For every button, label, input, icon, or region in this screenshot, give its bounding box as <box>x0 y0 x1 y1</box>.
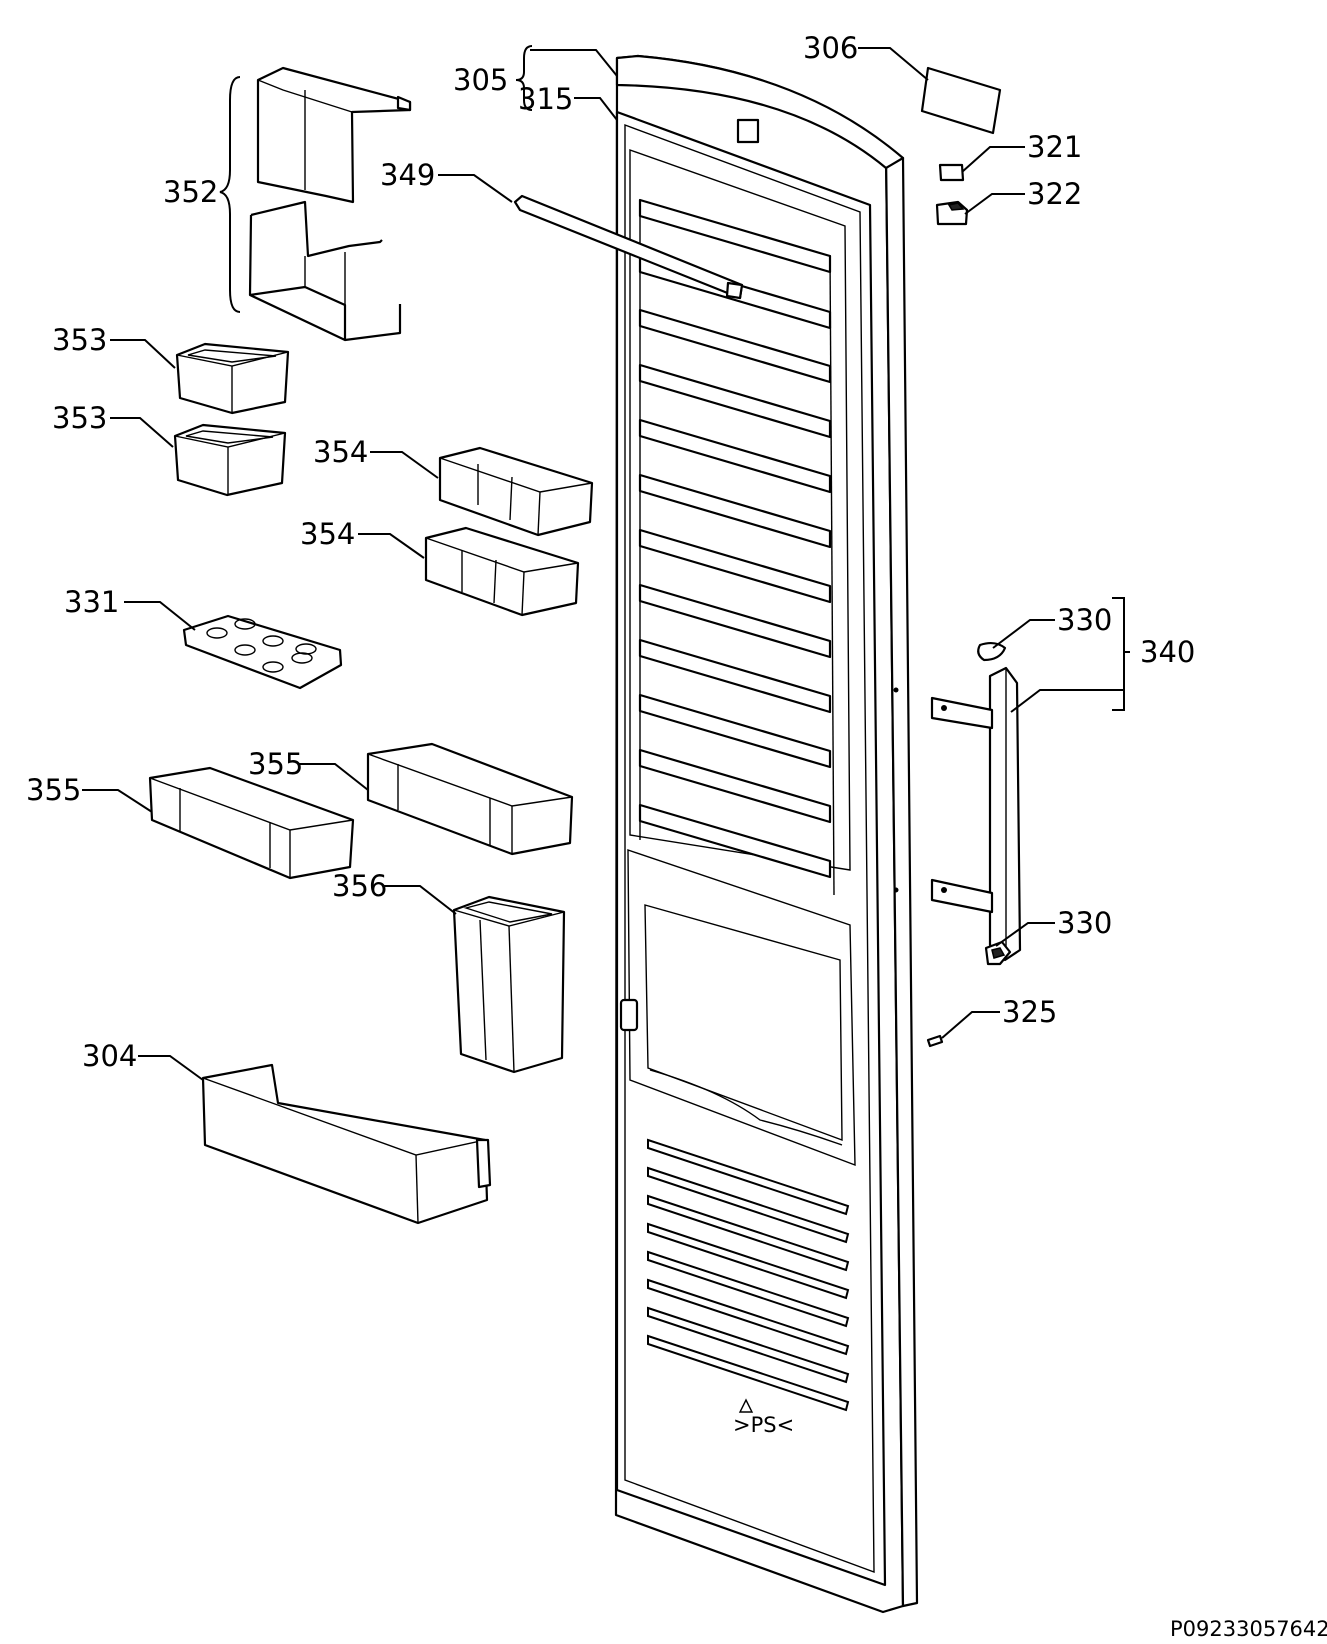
callout-315: 315 <box>518 82 573 116</box>
callout-330-upper: 330 <box>1057 603 1112 637</box>
reference-code: P09233057642 <box>1170 1617 1327 1641</box>
callout-325: 325 <box>1002 995 1057 1029</box>
door-panel: >PS< <box>614 54 919 1614</box>
callout-349: 349 <box>380 158 435 192</box>
bottle-shelf-304 <box>201 1063 492 1225</box>
callout-322: 322 <box>1027 177 1082 211</box>
callout-340: 340 <box>1140 635 1195 669</box>
shelf-354-lower <box>424 526 580 617</box>
callout-321: 321 <box>1027 130 1082 164</box>
label-306 <box>920 66 1002 135</box>
dairy-compartment-352 <box>248 66 412 342</box>
screw-325 <box>926 1034 944 1048</box>
bin-355-left <box>148 766 355 880</box>
callout-304: 304 <box>82 1039 137 1073</box>
callout-355-right: 355 <box>248 747 303 781</box>
door-bar-349 <box>513 194 744 300</box>
leader-lines <box>82 45 1130 1081</box>
part-321 <box>938 163 965 182</box>
bin-355-right <box>366 742 574 856</box>
callout-355-left: 355 <box>26 773 81 807</box>
shelf-354-upper <box>438 446 594 537</box>
callout-354-lower: 354 <box>300 517 355 551</box>
callout-306: 306 <box>803 31 858 65</box>
part-322 <box>935 200 969 226</box>
callout-330-lower: 330 <box>1057 906 1112 940</box>
handle-340 <box>930 641 1022 966</box>
callout-331: 331 <box>64 585 119 619</box>
egg-tray-331 <box>182 614 343 690</box>
callout-356: 356 <box>332 869 387 903</box>
callout-labels: 305 315 306 321 322 352 349 353 353 354 … <box>26 31 1195 1073</box>
callout-353-lower: 353 <box>52 401 107 435</box>
svg-text:>PS<: >PS< <box>733 1413 794 1437</box>
callout-354-upper: 354 <box>313 435 368 469</box>
shelf-bars <box>638 198 832 879</box>
callout-353-upper: 353 <box>52 323 107 357</box>
bottle-holder-356 <box>452 895 566 1074</box>
callout-305: 305 <box>453 63 508 97</box>
box-353-upper <box>175 342 290 415</box>
box-353-lower <box>173 423 287 497</box>
callout-352: 352 <box>163 175 218 209</box>
vent-slots <box>647 1138 850 1412</box>
